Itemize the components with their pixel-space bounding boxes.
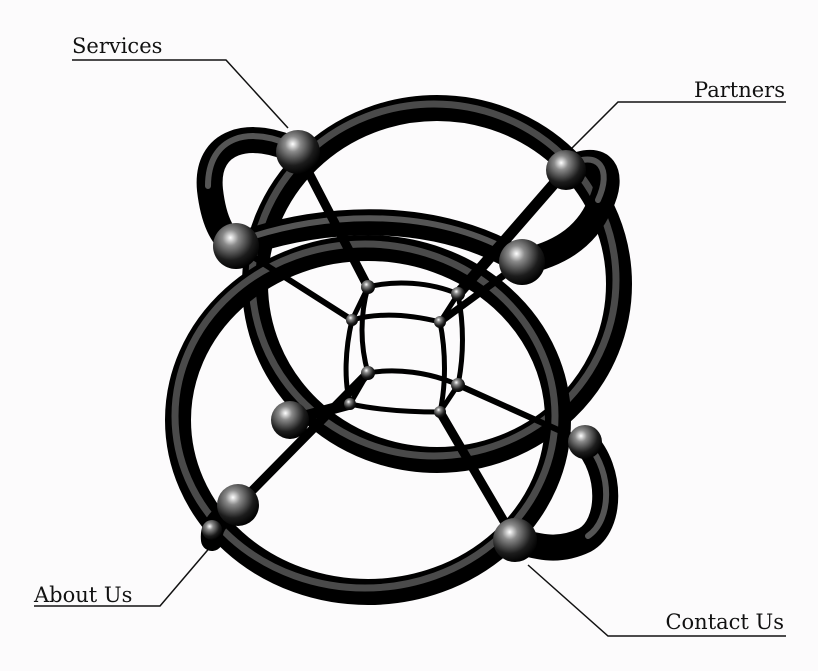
- inner-cube: [343, 280, 465, 415]
- node: [434, 406, 446, 418]
- node: [499, 239, 545, 285]
- about-callout-line: [34, 544, 213, 607]
- services-callout-line: [72, 59, 289, 129]
- node: [213, 223, 259, 269]
- front-ring: [165, 235, 571, 605]
- node: [361, 280, 375, 294]
- node: [493, 518, 537, 562]
- node: [451, 287, 465, 301]
- node: [346, 314, 358, 326]
- nav-link-contact-us[interactable]: Contact Us: [665, 610, 784, 634]
- nav-link-services[interactable]: Services: [72, 34, 163, 58]
- node: [546, 150, 586, 190]
- contact-callout-line: [527, 564, 786, 637]
- node: [202, 520, 222, 540]
- node: [568, 425, 602, 459]
- nav-link-partners[interactable]: Partners: [694, 78, 785, 102]
- node: [276, 130, 320, 174]
- partners-callout-line: [569, 101, 786, 151]
- top-arc: [223, 209, 535, 275]
- node: [361, 366, 375, 380]
- node: [344, 398, 356, 410]
- node: [217, 484, 259, 526]
- callout-lines: [34, 59, 786, 637]
- node: [271, 401, 309, 439]
- nodes: [202, 130, 602, 562]
- nav-link-about-us[interactable]: About Us: [34, 583, 133, 607]
- node: [434, 316, 446, 328]
- node: [451, 378, 465, 392]
